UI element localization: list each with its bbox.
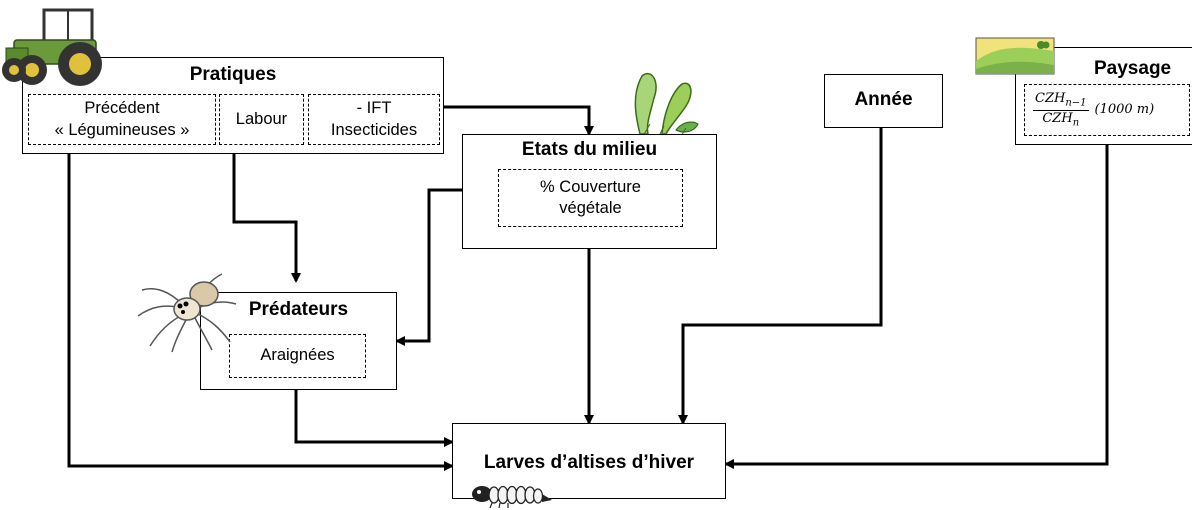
milieu-title: Etats du milieu xyxy=(521,139,658,160)
tractor-icon xyxy=(2,8,102,86)
annee-title: Année xyxy=(854,89,913,110)
couverture-box: % Couverture végétale xyxy=(498,169,683,227)
predateurs-box: Prédateurs Araignées xyxy=(200,292,397,390)
couverture-line2: végétale xyxy=(559,199,622,217)
arrow-milieu-to-predateurs xyxy=(395,188,462,346)
precedent-line1: Précédent xyxy=(84,99,160,118)
plant-icon xyxy=(630,73,700,141)
larves-title: Larves d’altises d’hiver xyxy=(483,452,695,473)
paysage-formula-box: CZHn−1 CZHn (1000 m) xyxy=(1024,84,1190,136)
ift-line1: - IFT xyxy=(356,99,392,118)
arrow-pratiques-to-predateurs xyxy=(232,154,301,283)
paysage-distance: (1000 m) xyxy=(1094,101,1155,117)
pratiques-box: Pratiques Précédent « Légumineuses » Lab… xyxy=(22,57,444,154)
arrow-annee-to-larves xyxy=(678,128,883,425)
landscape-icon xyxy=(975,37,1055,75)
paysage-title: Paysage xyxy=(1094,58,1172,79)
couverture-line1: % Couverture xyxy=(540,177,641,196)
ift-box: - IFT Insecticides xyxy=(308,94,440,145)
annee-box: Année xyxy=(824,74,943,128)
arrow-pratiques-to-milieu xyxy=(444,105,594,136)
araignees-label: Araignées xyxy=(260,346,335,365)
paysage-numerator: CZH xyxy=(1035,90,1066,106)
ift-line2: Insecticides xyxy=(330,120,418,139)
paysage-denominator-sub: n xyxy=(1072,117,1080,129)
arrow-pratiques-to-larves xyxy=(67,154,454,471)
larva-icon xyxy=(472,485,552,509)
labour-box: Labour xyxy=(219,94,304,145)
larves-box: Larves d’altises d’hiver xyxy=(452,423,726,499)
precedent-line2: « Légumineuses » xyxy=(54,120,190,139)
paysage-box: Paysage CZHn−1 CZHn (1000 m) xyxy=(1015,47,1192,145)
predateurs-title: Prédateurs xyxy=(248,299,349,320)
milieu-box: Etats du milieu % Couverture végétale xyxy=(462,134,717,249)
paysage-denominator: CZH xyxy=(1042,110,1073,126)
labour-label: Labour xyxy=(235,109,288,128)
arrow-predateurs-to-larves xyxy=(294,390,454,447)
araignees-box: Araignées xyxy=(229,334,366,378)
spider-icon xyxy=(137,273,237,353)
paysage-fraction: CZHn−1 CZHn xyxy=(1033,91,1089,129)
pratiques-title: Pratiques xyxy=(189,64,277,85)
precedent-box: Précédent « Légumineuses » xyxy=(28,94,216,145)
paysage-numerator-sub: n−1 xyxy=(1065,97,1087,109)
arrow-paysage-to-larves xyxy=(724,145,1109,469)
